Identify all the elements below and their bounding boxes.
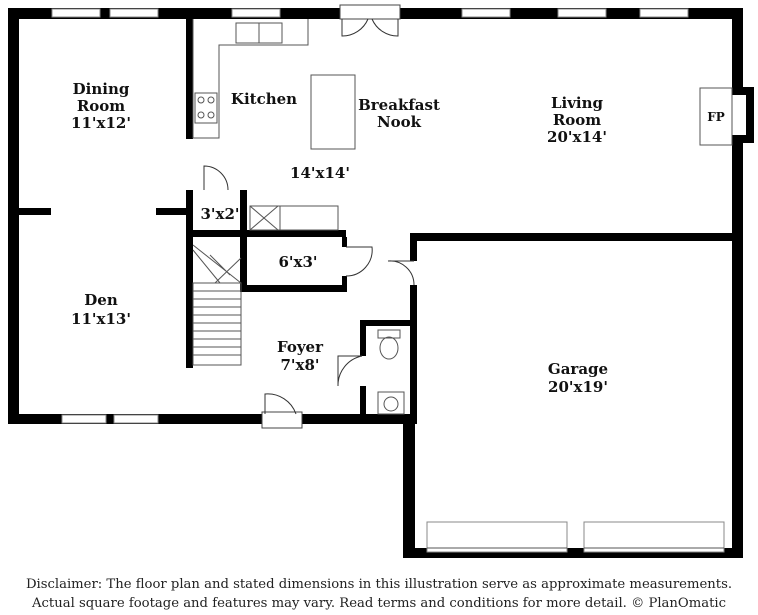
windows [51,8,725,553]
floor-plan: Dining Room 11'x12' Kitchen Breakfast No… [8,4,754,558]
fixtures [192,19,733,415]
dining-room-dimensions: 11'x12' [71,114,131,132]
disclaimer-line2: Actual square footage and features may v… [32,596,726,611]
living-room-dimensions: 20'x14' [547,128,607,146]
kitchen-name: Kitchen [231,90,297,108]
foyer-dimensions: 7'x8' [280,356,319,374]
hall-closet-dimensions: 6'x3' [278,253,317,271]
disclaimer: Disclaimer: The floor plan and stated di… [0,575,758,613]
garage-dimensions: 20'x19' [548,378,608,396]
doors [203,4,415,429]
fireplace-label: FP [707,110,725,124]
kitchen-area-dimensions: 14'x14' [290,164,350,182]
den-name: Den [84,291,118,309]
dining-room-name-line1: Dining [73,80,130,98]
living-room-name-line1: Living [551,94,604,112]
foyer-name: Foyer [277,338,324,356]
den-dimensions: 11'x13' [71,310,131,328]
breakfast-nook-name-line2: Nook [377,113,422,131]
room-labels: Dining Room 11'x12' Kitchen Breakfast No… [71,80,725,396]
dining-room-name-line2: Room [77,97,125,115]
living-room-name-line2: Room [553,111,601,129]
breakfast-nook-name-line1: Breakfast [358,96,440,114]
garage-name: Garage [548,360,608,378]
small-closet-dimensions: 3'x2' [200,205,239,223]
staircase [192,244,242,366]
disclaimer-line1: Disclaimer: The floor plan and stated di… [25,577,733,592]
